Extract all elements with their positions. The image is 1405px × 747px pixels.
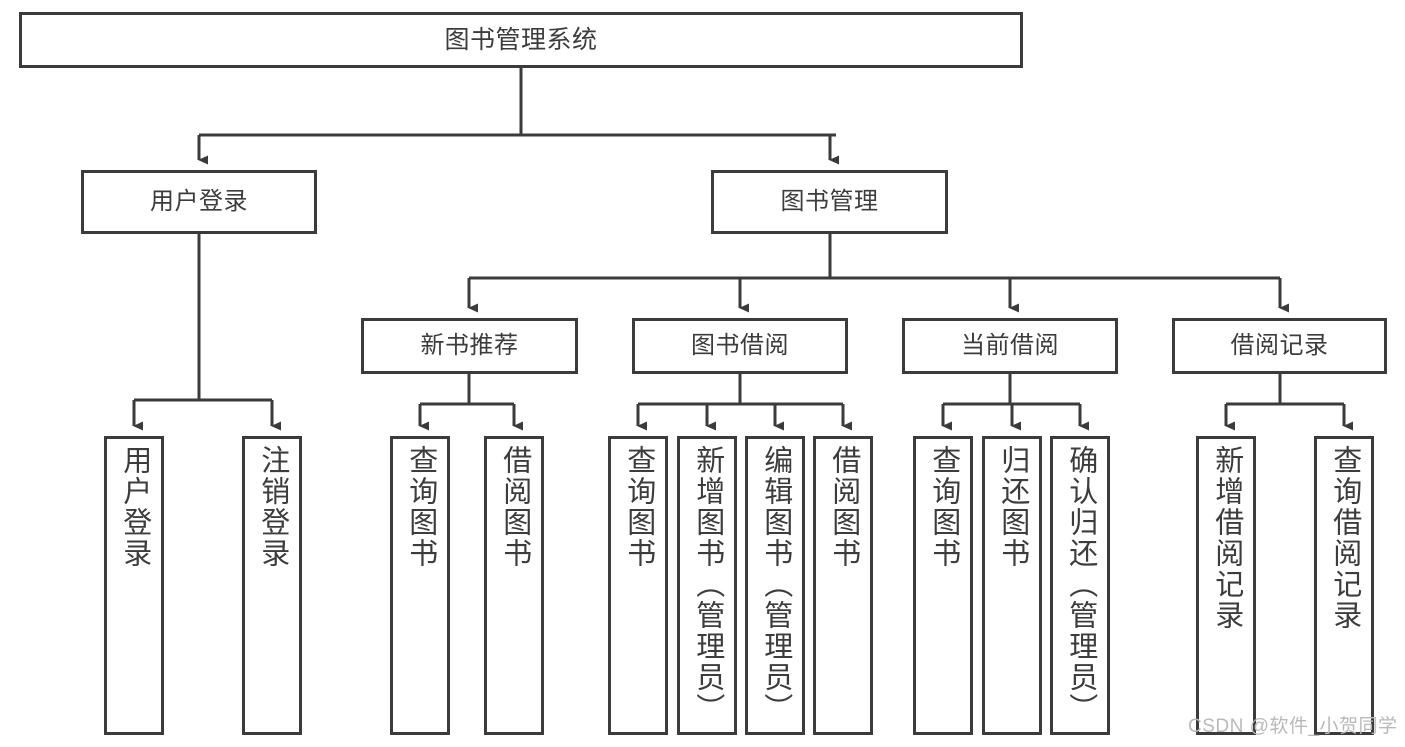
node-leaf-query-book-2[interactable]: 查询图书: [608, 436, 668, 735]
node-leaf-query-record-label: 查询借阅记录: [1328, 445, 1361, 631]
node-new-book-recommend-label: 新书推荐: [420, 332, 519, 360]
node-leaf-edit-book[interactable]: 编辑图书（管理员）: [745, 436, 805, 735]
node-leaf-user-login-label: 用户登录: [118, 445, 151, 569]
node-leaf-borrow-book-2[interactable]: 借阅图书: [813, 436, 873, 735]
node-leaf-add-record-label: 新增借阅记录: [1210, 445, 1243, 631]
node-root-label: 图书管理系统: [444, 25, 598, 54]
node-borrow-record[interactable]: 借阅记录: [1172, 318, 1387, 374]
node-book-borrow-label: 图书借阅: [691, 332, 789, 360]
node-leaf-borrow-book-2-label: 借阅图书: [827, 445, 860, 569]
node-leaf-confirm-return-label: 确认归还（管理员）: [1064, 445, 1097, 724]
node-leaf-borrow-book-1-label: 借阅图书: [498, 445, 531, 569]
node-leaf-query-book-3[interactable]: 查询图书: [913, 436, 973, 735]
node-leaf-query-book-2-label: 查询图书: [622, 445, 655, 569]
watermark-text: CSDN @软件_小贺同学: [1188, 716, 1398, 737]
node-current-borrow-label: 当前借阅: [961, 332, 1059, 360]
node-leaf-confirm-return[interactable]: 确认归还（管理员）: [1050, 436, 1110, 735]
node-leaf-query-book-1-label: 查询图书: [404, 445, 437, 569]
node-leaf-logout-label: 注销登录: [256, 445, 289, 569]
node-root[interactable]: 图书管理系统: [19, 12, 1023, 68]
node-leaf-add-book[interactable]: 新增图书（管理员）: [677, 436, 737, 735]
node-new-book-recommend[interactable]: 新书推荐: [361, 318, 578, 374]
node-user-login-label: 用户登录: [150, 188, 248, 216]
node-leaf-logout[interactable]: 注销登录: [242, 436, 302, 735]
node-book-borrow[interactable]: 图书借阅: [632, 318, 848, 374]
node-leaf-return-book-label: 归还图书: [996, 445, 1029, 569]
node-leaf-query-record[interactable]: 查询借阅记录: [1314, 436, 1374, 735]
node-leaf-query-book-1[interactable]: 查询图书: [390, 436, 450, 735]
node-current-borrow[interactable]: 当前借阅: [902, 318, 1118, 374]
node-leaf-add-record[interactable]: 新增借阅记录: [1196, 436, 1256, 735]
node-leaf-borrow-book-1[interactable]: 借阅图书: [484, 436, 544, 735]
node-borrow-record-label: 借阅记录: [1230, 332, 1329, 360]
node-book-management[interactable]: 图书管理: [711, 170, 948, 234]
node-leaf-query-book-3-label: 查询图书: [927, 445, 960, 569]
node-book-management-label: 图书管理: [780, 188, 879, 216]
node-leaf-user-login[interactable]: 用户登录: [104, 436, 164, 735]
node-user-login[interactable]: 用户登录: [81, 170, 317, 234]
node-leaf-add-book-label: 新增图书（管理员）: [691, 445, 724, 724]
node-leaf-return-book[interactable]: 归还图书: [982, 436, 1042, 735]
node-leaf-edit-book-label: 编辑图书（管理员）: [759, 445, 792, 724]
